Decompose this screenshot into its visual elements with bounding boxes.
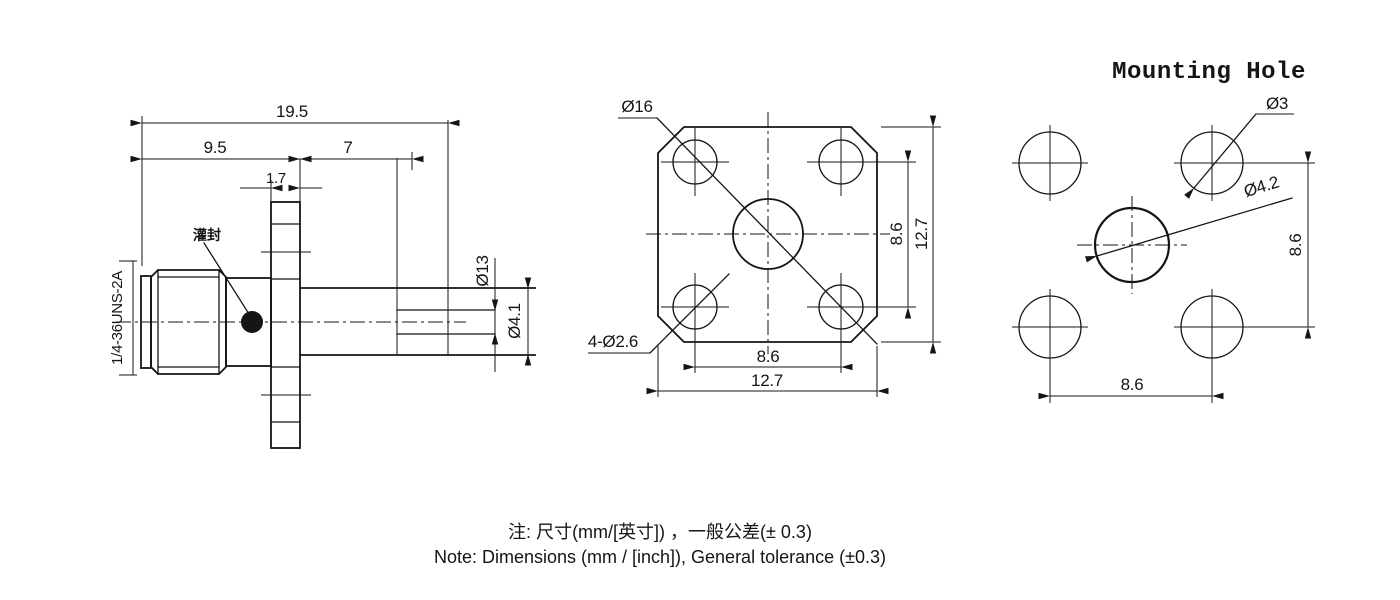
dim-mount-pitch-vertical: 8.6 bbox=[1286, 234, 1305, 257]
notes: 注: 尺寸(mm/[英寸]) ，一般公差(± 0.3) Note: Dimens… bbox=[434, 522, 886, 567]
dim-hole-pitch-vertical: 8.6 bbox=[887, 223, 906, 246]
dim-tube-diameter: Ø4.1 bbox=[505, 303, 524, 339]
potting-dot bbox=[241, 311, 263, 333]
dim-barrel-diameter: Ø13 bbox=[473, 255, 492, 286]
side-view: 灌封 1/4-36UNS-2A 19.5 9.5 7 1.7 Ø13 Ø4.1 bbox=[109, 102, 536, 449]
dim-left-length: 9.5 bbox=[204, 138, 227, 157]
dim-hole-pitch-horizontal: 8.6 bbox=[757, 347, 780, 366]
dim-mount-pitch-horizontal: 8.6 bbox=[1121, 375, 1144, 394]
thread-spec-label: 1/4-36UNS-2A bbox=[109, 271, 126, 365]
note-line-chinese: 注: 尺寸(mm/[英寸]) ，一般公差(± 0.3) bbox=[508, 522, 812, 542]
dim-corner-hole-diameter: Ø3 bbox=[1266, 94, 1288, 113]
dim-flange-size-vertical: 12.7 bbox=[912, 218, 931, 250]
dim-corner-holes: 4-Ø2.6 bbox=[588, 332, 638, 351]
dim-right-length: 7 bbox=[343, 138, 352, 157]
dim-overall-length: 19.5 bbox=[276, 102, 308, 121]
potting-label: 灌封 bbox=[193, 227, 221, 243]
dim-flange-diagonal-diameter: Ø16 bbox=[621, 97, 652, 116]
dim-center-hole-diameter: Ø4.2 bbox=[1242, 172, 1282, 201]
dim-flange-size-horizontal: 12.7 bbox=[751, 371, 783, 390]
mounting-hole-title: Mounting Hole bbox=[1112, 59, 1306, 86]
front-flange-view: Ø16 4-Ø2.6 8.6 12.7 8.6 12.7 bbox=[588, 97, 941, 397]
note-line-english: Note: Dimensions (mm / [inch]), General … bbox=[434, 547, 886, 567]
dim-flange-thickness: 1.7 bbox=[266, 170, 286, 187]
mounting-hole-view: Mounting Hole Ø3 Ø4.2 8.6 8.6 bbox=[1012, 59, 1315, 403]
